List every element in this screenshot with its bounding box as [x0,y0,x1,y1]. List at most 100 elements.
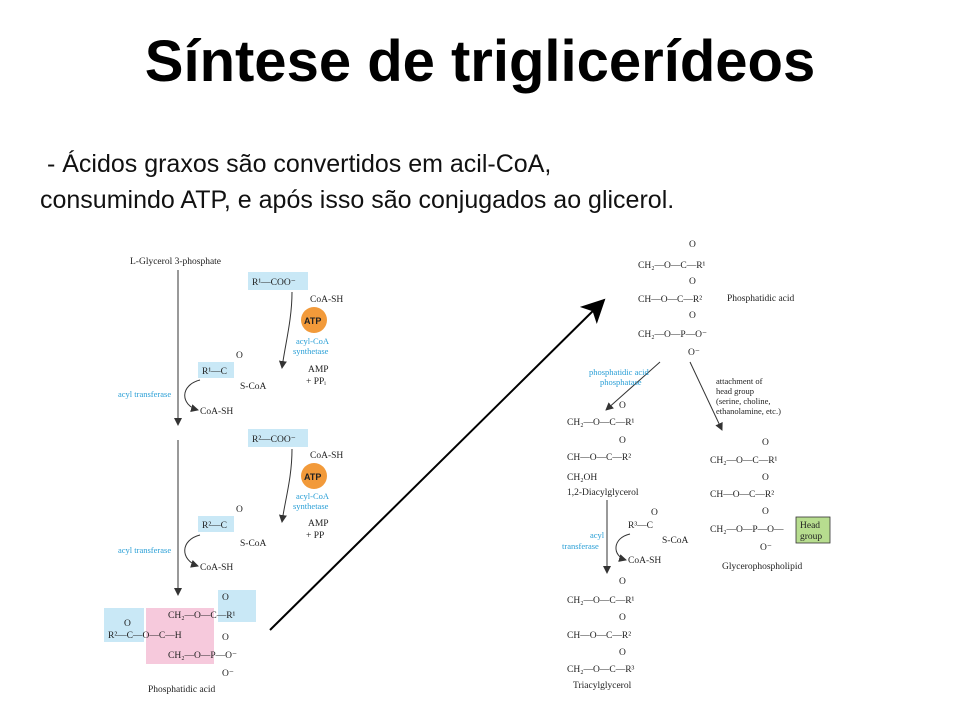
product-oxygen-2: O [124,619,131,629]
product-oxygen-3: O [222,633,229,643]
acyl-coa-2: R²—C [202,521,227,531]
tag-oxygen-1: O [619,577,626,587]
dag-row-3: CH₂OH [567,473,597,483]
gpl-row-1: CH₂—O—C—R¹ [710,456,778,466]
acyl-coa-synthetase-1b: synthetase [293,346,329,356]
r3-oxygen: O [651,508,658,518]
pa-row-3: CH₂—O—P—O⁻ [638,330,707,340]
phosphatase-arrow [605,361,661,411]
product-oxygen-1: O [222,593,229,603]
tag-row-1: CH₂—O—C—R¹ [567,596,635,606]
atp-circle-2 [301,463,327,489]
phosphatase-2: phosphatase [600,377,642,387]
acyl-coa-1-scoa: S-CoA [240,382,267,392]
acyl-coa-2-oxygen: O [236,505,243,515]
tag-oxygen-2: O [619,613,626,623]
left-pathway: L-Glycerol 3-phosphate R¹—COO⁻ CoA-SH AT… [104,257,343,695]
gpl-oxygen-3: O [762,507,769,517]
acyl-coa-2-scoa: S-CoA [240,539,267,549]
atp-circle-1 [301,307,327,333]
right-pathway: O CH₂—O—C—R¹ O CH—O—C—R² Phosphatidic ac… [562,240,831,691]
synthetase-arrow-2 [278,448,293,523]
acyl-coa-2-box [198,516,234,532]
coash-released-1: CoA-SH [200,407,233,417]
r2-acyl-box [104,608,144,642]
head-group-1: Head [800,521,820,531]
link-arrow [269,298,606,631]
coash-released-2: CoA-SH [200,563,233,573]
pa-row-1: CH₂—O—C—R¹ [638,261,706,271]
acyl-label-1: acyl [590,530,605,540]
pa-row-2: CH—O—C—R² [638,295,702,305]
dag-oxygen-1: O [619,401,626,411]
acyl-coa-1-oxygen: O [236,351,243,361]
acyl-coa-synthetase-2a: acyl-CoA [296,491,330,501]
amp-2: AMP [308,519,329,529]
gpl-row-3: CH₂—O—P—O— [710,525,784,535]
tag-row-3: CH₂—O—C—R³ [567,665,635,675]
glycerol-box [146,608,214,664]
product-row-1: CH₂—O—C—R¹ [168,611,236,621]
dag-label: 1,2-Diacylglycerol [567,488,639,498]
fatty-acid-2-box [248,429,308,447]
pa-oxygen-3: O [689,311,696,321]
gpl-row-2: CH—O—C—R² [710,490,774,500]
phosphatase-1: phosphatidic acid [589,367,649,377]
r3-arrow [615,533,631,562]
head-group-box [795,516,831,544]
pa-label: Phosphatidic acid [727,294,795,304]
product-o-minus: O⁻ [222,669,234,679]
r1-acyl-box [218,590,256,622]
dag-oxygen-2: O [619,436,626,446]
acyl-label-2: transferase [562,541,599,551]
gpl-label: Glycerophospholipid [722,562,802,572]
acyl-coa-synthetase-1a: acyl-CoA [296,336,330,346]
gpl-oxygen-1: O [762,438,769,448]
attachment-4: ethanolamine, etc.) [716,406,781,416]
acyl-coa-1: R¹—C [202,367,227,377]
r3-acyl: R³—C [628,521,653,531]
atp-1: ATP [304,316,321,326]
glycerol-3-phosphate-label: L-Glycerol 3-phosphate [130,257,221,267]
fatty-acid-2: R²—COO⁻ [252,435,296,445]
attachment-3: (serine, choline, [716,396,771,406]
attachment-1: attachment of [716,376,763,386]
amp-1: AMP [308,365,329,375]
pa-oxygen-2: O [689,277,696,287]
product-row-2: R²—C—O—C—H [108,631,182,641]
pa-o-minus: O⁻ [688,348,700,358]
ppi-1: + PPᵢ [306,377,326,387]
transferase-arrow-1 [184,379,201,412]
r3-coash: CoA-SH [628,556,661,566]
page-title: Síntese de triglicerídeos [144,29,816,94]
acyl-transferase-1: acyl transferase [118,389,171,399]
acyl-coa-synthetase-2b: synthetase [293,501,329,511]
subtitle-line-1: - Ácidos graxos são convertidos em acil-… [40,150,552,178]
tag-row-2: CH—O—C—R² [567,631,631,641]
product-row-3: CH₂—O—P—O⁻ [168,651,237,661]
r3-scoa: S-CoA [662,536,689,546]
subtitle-line-2: consumindo ATP, e após isso são conjugad… [40,186,675,214]
synthetase-arrow-1 [278,291,293,369]
gpl-oxygen-2: O [762,473,769,483]
gpl-o-minus: O⁻ [760,543,772,553]
acyl-coa-1-box [198,362,234,378]
attachment-arrow [689,361,723,431]
coash-2: CoA-SH [310,451,343,461]
head-group-2: group [800,532,822,542]
product-label: Phosphatidic acid [148,685,216,695]
subtitle: - Ácidos graxos são convertidos em acil-… [40,146,940,218]
ppi-2: + PP [306,531,324,541]
dag-row-1: CH₂—O—C—R¹ [567,418,635,428]
transferase-arrow-2 [184,534,201,568]
dag-row-2: CH—O—C—R² [567,453,631,463]
fatty-acid-1: R¹—COO⁻ [252,278,296,288]
tag-label: Triacylglycerol [573,681,632,691]
coash-1: CoA-SH [310,295,343,305]
acyl-transferase-2: acyl transferase [118,545,171,555]
atp-2: ATP [304,472,321,482]
fatty-acid-1-box [248,272,308,290]
attachment-2: head group [716,386,754,396]
tag-oxygen-3: O [619,648,626,658]
